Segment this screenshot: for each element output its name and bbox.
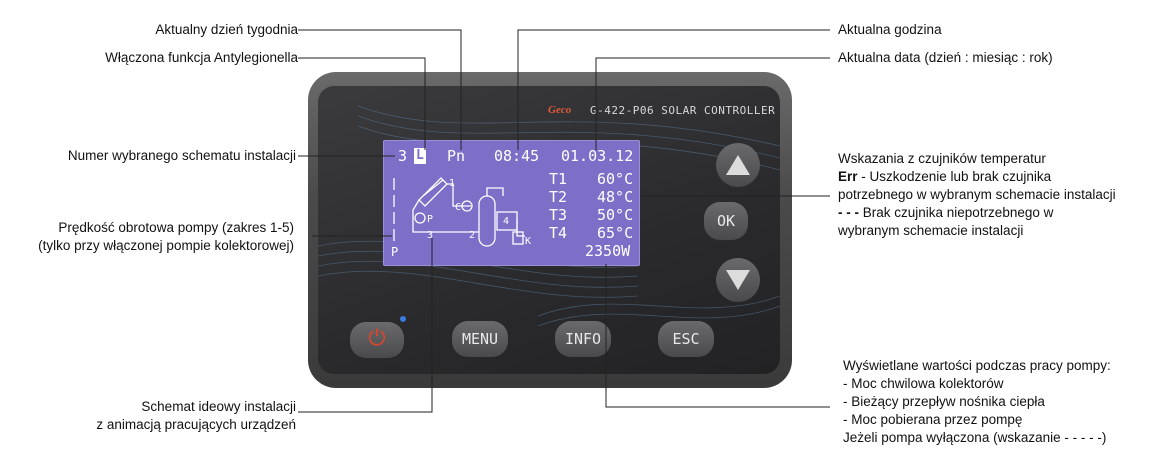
leader-schematic	[298, 238, 433, 413]
leader-values	[605, 264, 830, 408]
annotation-pump-speed-1: Prędkość obrotowa pompy (zakres 1-5)	[58, 220, 294, 235]
arrow-up-icon	[726, 155, 750, 175]
annotation-values-1: Wyświetlane wartości podczas pracy pompy…	[843, 358, 1111, 373]
up-button[interactable]	[716, 143, 760, 187]
installation-schematic: 1 2 3 4 C P K	[393, 177, 531, 247]
arrow-down-icon	[726, 270, 750, 290]
lcd-schema-number: 3	[398, 147, 408, 165]
annotation-time: Aktualna godzina	[838, 22, 942, 37]
schematic-label-c: C	[455, 202, 461, 213]
schematic-label-3: 3	[427, 230, 433, 241]
annotation-sensors-4: - - - Brak czujnika niepotrzebnego w	[838, 204, 1053, 222]
brand-logo: Geco	[548, 104, 572, 116]
leader-antilegionella	[298, 57, 426, 150]
err-key: Err	[838, 169, 858, 184]
schematic-label-k: K	[525, 236, 531, 247]
lcd-sensor-value: 48°C	[597, 188, 634, 206]
schematic-label-2: 2	[469, 230, 475, 241]
leader-time	[517, 29, 830, 150]
schematic-label-p: P	[427, 214, 433, 225]
model-label: G-422-P06 SOLAR CONTROLLER	[590, 104, 776, 117]
lcd-sensor-label: T4	[549, 224, 568, 242]
lcd-time: 08:45	[494, 147, 540, 165]
power-led	[400, 316, 406, 322]
lcd-sensor-value: 65°C	[597, 224, 634, 242]
err-text: - Uszkodzenie lub brak czujnika	[857, 169, 1052, 184]
annotation-sensors-3: potrzebnego w wybranym schemacie instala…	[838, 187, 1116, 202]
lcd-antilegionella-flag: L	[414, 148, 426, 164]
leader-day	[298, 29, 462, 150]
ok-button[interactable]: OK	[704, 202, 748, 240]
annotation-values-4: - Moc pobierana przez pompę	[843, 412, 1023, 427]
lcd-pump-label: P	[391, 245, 399, 259]
leader-date	[595, 57, 830, 150]
annotation-antilegionella: Włączona funkcja Antylegionella	[105, 50, 298, 65]
schematic-label-4: 4	[503, 216, 509, 227]
annotation-sensors-1: Wskazania z czujników temperatur	[838, 151, 1046, 166]
lcd-screen	[383, 140, 640, 266]
power-button[interactable]: ⏻	[350, 322, 404, 358]
boiler-box	[512, 231, 524, 245]
down-button[interactable]	[716, 258, 760, 302]
valve-symbol	[461, 200, 473, 212]
lcd-day: Pn	[447, 147, 466, 165]
annotation-pump-speed-2: (tylko przy włączonej pompie kolektorowe…	[38, 238, 294, 253]
lcd-sensor-label: T1	[549, 170, 568, 188]
lcd-sensor-value: 60°C	[597, 170, 634, 188]
annotation-values-5: Jeżeli pompa wyłączona (wskazanie - - - …	[843, 430, 1107, 445]
menu-button[interactable]: MENU	[452, 321, 508, 357]
annotation-date: Aktualna data (dzień : miesiąc : rok)	[838, 50, 1053, 65]
dash-text: Brak czujnika niepotrzebnego w	[859, 205, 1054, 220]
annotation-sensors-5: wybranym schemacie instalacji	[838, 223, 1024, 238]
pump-symbol	[414, 212, 426, 224]
lcd-power: 2350W	[585, 242, 631, 260]
annotation-day: Aktualny dzień tygodnia	[155, 22, 298, 37]
annotation-sensors-2: Err - Uszkodzenie lub brak czujnika	[838, 168, 1051, 186]
info-button[interactable]: INFO	[555, 321, 611, 357]
annotation-values-3: - Bieżący przepływ nośnika ciepła	[843, 394, 1045, 409]
lcd-date: 01.03.12	[561, 147, 634, 165]
esc-button[interactable]: ESC	[658, 321, 714, 357]
dash-key: - - -	[838, 205, 859, 220]
annotation-schema: Numer wybranego schematu instalacji	[67, 148, 296, 163]
schematic-label-1: 1	[449, 178, 455, 189]
lcd-sensor-value: 50°C	[597, 206, 634, 224]
annotation-schematic-2: z animacją pracujących urządzeń	[96, 417, 296, 432]
annotation-values-2: - Moc chwilowa kolektorów	[843, 376, 1004, 391]
lcd-sensor-label: T3	[549, 206, 568, 224]
annotation-schematic-1: Schemat ideowy instalacji	[141, 399, 296, 414]
lcd-sensor-label: T2	[549, 188, 568, 206]
